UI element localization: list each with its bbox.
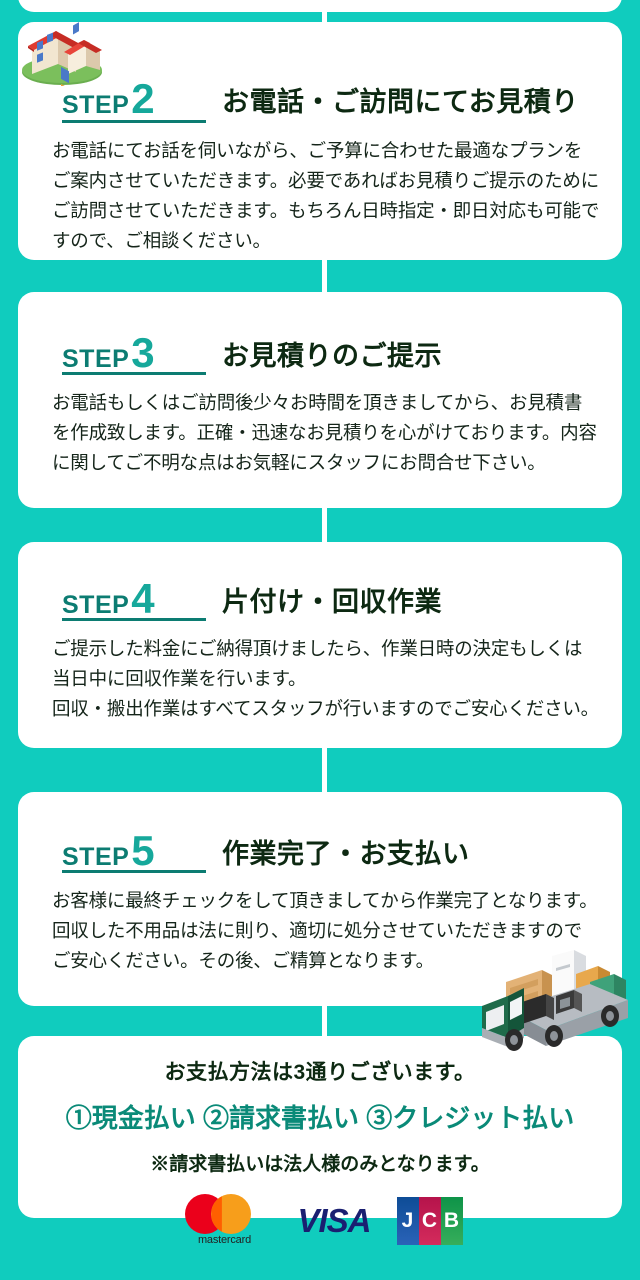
visa-icon: VISA [297,1202,371,1239]
step-title-4: 片付け・回収作業 [222,587,442,617]
step-label-3: STEP 3 [62,329,222,376]
step-body-5: お客様に最終チェックをして頂きましてから作業完了となります。 回収した不用品は法… [52,890,598,971]
jcb-letter-j: J [396,1197,419,1245]
step-body-3: お電話もしくはご訪問後少々お時間を頂きましてから、お見積書を作成致します。正確・… [52,392,597,473]
card-connector-4 [322,748,327,792]
step-underline-2 [62,120,206,123]
payment-note-text: ※請求書払いは法人様のみとなります。 [150,1154,490,1175]
card-connector-5 [322,1006,327,1036]
payment-logo-row: mastercard VISA J C B [18,1192,622,1250]
step-title-3: お見積りのご提示 [222,341,442,371]
mastercard-wordmark: mastercard [197,1234,251,1246]
step-label-5: STEP 5 [62,827,222,874]
step-number-3: 3 [131,329,155,376]
jcb-letter-c: C [418,1197,441,1245]
card-connector-2 [322,258,327,292]
step-number-2: 2 [131,75,155,122]
step-label-2: STEP 2 [62,75,222,122]
step-header-3: STEP 3 お見積りのご提示 [18,292,622,376]
step-title-5: 作業完了・お支払い [222,839,470,869]
step-body-4: ご提示した料金にご納得頂けましたら、作業日時の決定もしくは当日中に回収作業を行い… [52,638,599,719]
step-card-2[interactable]: STEP 2 お電話・ご訪問にてお見積り お電話にてお話を伺いながら、ご予算に合… [18,22,622,260]
step-underline-4 [62,618,206,621]
payment-methods-list: ①現金払い ②請求書払い ③クレジット払い [65,1103,575,1133]
step-number-4: 4 [131,575,155,622]
step-header-4: STEP 4 片付け・回収作業 [18,542,622,622]
card-connector-3 [322,508,327,542]
step-underline-5 [62,870,206,873]
step-word-4: STEP [62,591,130,619]
step-header-5: STEP 5 作業完了・お支払い [18,792,622,874]
step-word-3: STEP [62,345,130,373]
house-icon [22,22,102,86]
mastercard-circles [177,1192,271,1236]
step-word-5: STEP [62,843,130,871]
step-card-3[interactable]: STEP 3 お見積りのご提示 お電話もしくはご訪問後少々お時間を頂きましてから… [18,292,622,508]
payment-lead-text: お支払方法は3通りございます。 [164,1061,476,1084]
step-header-2: STEP 2 お電話・ご訪問にてお見積り [18,22,622,122]
jcb-icon: J C B [396,1197,463,1245]
payment-methods-card[interactable]: お支払方法は3通りございます。 ①現金払い ②請求書払い ③クレジット払い ※請… [18,1036,622,1246]
step-word-2: STEP [62,91,130,119]
step-card-4[interactable]: STEP 4 片付け・回収作業 ご提示した料金にご納得頂けましたら、作業日時の決… [18,542,622,748]
mastercard-icon: mastercard [177,1192,271,1250]
step-label-4: STEP 4 [62,575,222,622]
jcb-letter-b: B [440,1197,463,1245]
card-connector-1 [322,0,327,24]
truck-icon [482,950,628,1051]
mastercard-overlap [211,1194,222,1234]
step-number-5: 5 [131,827,155,874]
step-body-2: お電話にてお話を伺いながら、ご予算に合わせた最適なプランをご案内させていただきま… [52,140,600,251]
step-underline-3 [62,372,206,375]
step-title-2: お電話・ご訪問にてお見積り [222,87,579,117]
previous-step-card-partial [18,0,622,12]
step-card-5[interactable]: STEP 5 作業完了・お支払い お客様に最終チェックをして頂きましてから作業完… [18,792,622,1006]
